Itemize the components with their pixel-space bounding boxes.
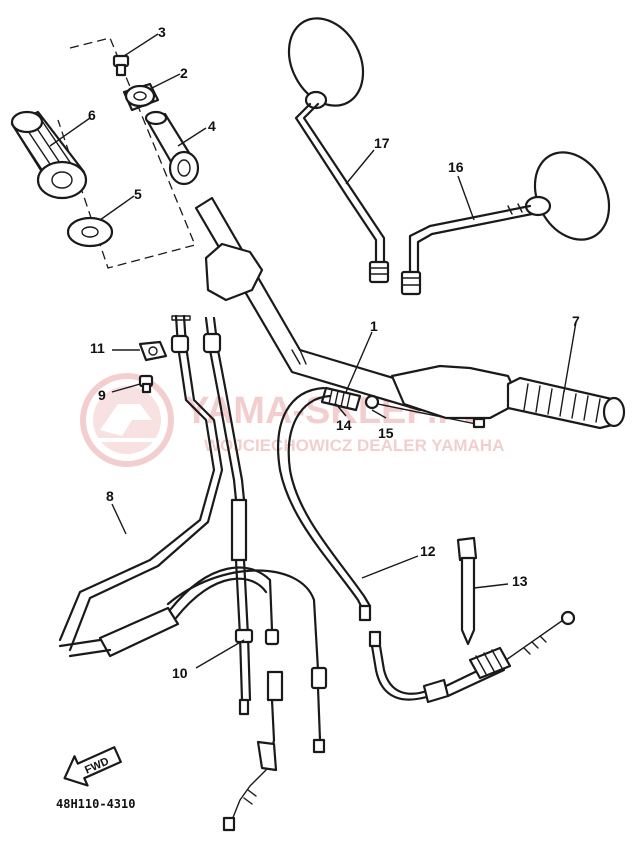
callout-1: 1 [370, 318, 378, 334]
callout-2: 2 [180, 65, 188, 81]
callout-6: 6 [88, 107, 96, 123]
part-throttle-cable [58, 314, 224, 658]
part-clamp-bolt [138, 374, 154, 394]
callout-3: 3 [158, 24, 166, 40]
callout-5: 5 [134, 186, 142, 202]
callout-7: 7 [572, 313, 580, 329]
part-cable-clamp [138, 340, 168, 362]
callout-12: 12 [420, 543, 436, 559]
watermark-logo [80, 373, 174, 467]
callout-4: 4 [208, 118, 216, 134]
part-cable-tie [456, 536, 478, 646]
part-left-mirror [287, 17, 390, 284]
callout-9: 9 [98, 387, 106, 403]
part-throttle-cable-assembly [166, 316, 328, 832]
part-collar [122, 82, 160, 112]
part-screw [112, 54, 130, 77]
callout-8: 8 [106, 488, 114, 504]
callout-10: 10 [172, 665, 188, 681]
part-right-grip [390, 364, 626, 430]
part-throttle-tube [144, 110, 200, 186]
leader-lines [49, 33, 577, 669]
part-left-grip [10, 110, 88, 200]
part-right-mirror [400, 151, 611, 296]
part-cable-adjuster [320, 386, 486, 429]
callout-15: 15 [378, 425, 394, 441]
callout-11: 11 [90, 340, 105, 356]
callout-16: 16 [448, 159, 464, 175]
part-clutch-cable [277, 386, 576, 704]
diagram-code: 48H110-4310 [56, 797, 135, 811]
watermark-line2: WOJCIECHOWICZ DEALER YAMAHA [204, 436, 504, 455]
callout-14: 14 [336, 417, 352, 433]
forward-arrow: FWD [63, 746, 122, 787]
callout-13: 13 [512, 573, 528, 589]
part-washer [66, 216, 114, 248]
callout-17: 17 [374, 135, 390, 151]
